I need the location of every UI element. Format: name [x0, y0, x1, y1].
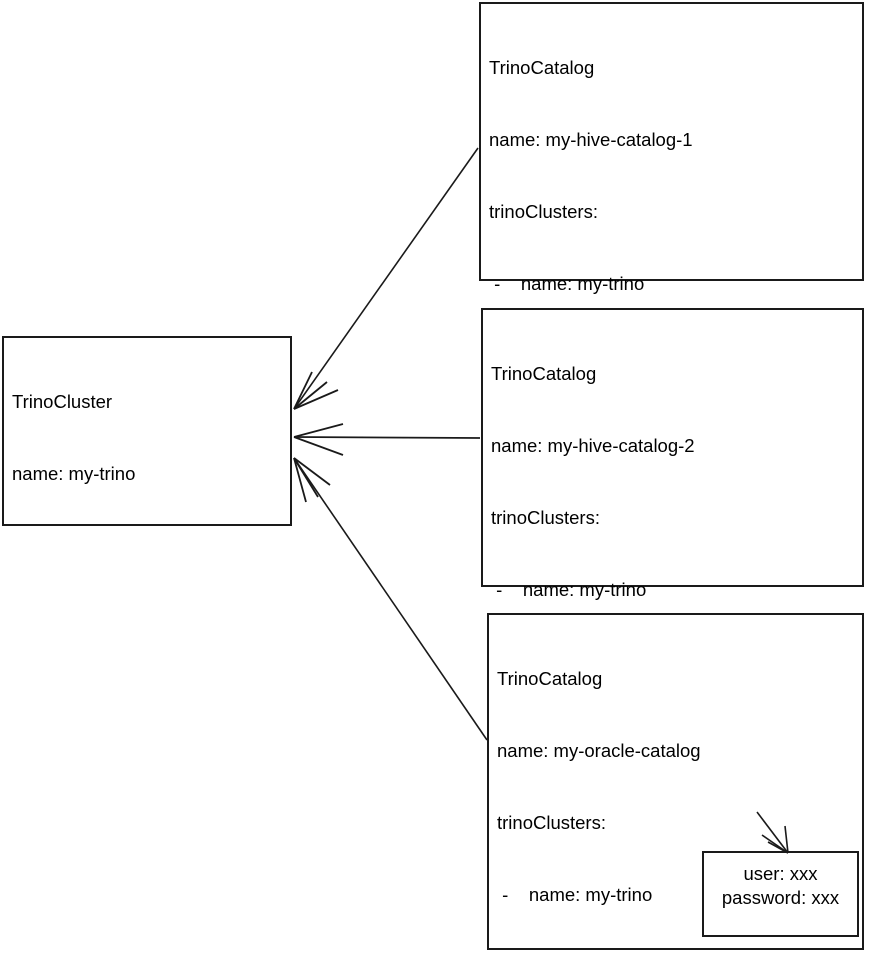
catalog1-line-1: name: my-hive-catalog-1 [489, 129, 693, 150]
catalog3-line-2: trinoClusters: [497, 812, 606, 833]
credentials-line-0: user: xxx [743, 863, 818, 884]
catalog2-line-2: trinoClusters: [491, 507, 600, 528]
credentials-line-1: password: xxx [721, 887, 840, 908]
catalog3-line-0: TrinoCatalog [497, 668, 603, 689]
catalog2-line-0: TrinoCatalog [491, 363, 597, 384]
trino-cluster-box[interactable]: TrinoCluster name: my-trino [2, 336, 292, 526]
trino-catalog-3-yaml: TrinoCatalog name: my-oracle-catalog tri… [497, 619, 858, 954]
oracle-credentials-secret-box[interactable]: user: xxx password: xxx [702, 851, 859, 937]
trino-catalog-box-oracle[interactable]: TrinoCatalog name: my-oracle-catalog tri… [487, 613, 864, 950]
catalog3-line-1: name: my-oracle-catalog [497, 740, 701, 761]
cluster-line-0: TrinoCluster [12, 391, 113, 412]
catalog1-line-2: trinoClusters: [489, 201, 598, 222]
catalog1-line-3: - name: my-trino [489, 273, 645, 294]
trino-catalog-box-hive-2[interactable]: TrinoCatalog name: my-hive-catalog-2 tri… [481, 308, 864, 888]
edge-catalog3-to-cluster [293, 457, 488, 741]
edge-catalog1-to-cluster [293, 147, 479, 410]
catalog2-line-1: name: my-hive-catalog-2 [491, 435, 695, 456]
credentials-text: user: xxx password: xxx [704, 862, 857, 910]
edge-catalog2-to-cluster [293, 423, 481, 456]
trino-catalog-box-hive-1[interactable]: TrinoCatalog name: my-hive-catalog-1 tri… [479, 2, 864, 654]
catalog3-line-3: - name: my-trino [497, 884, 653, 905]
catalog1-line-0: TrinoCatalog [489, 57, 595, 78]
cluster-line-1: name: my-trino [12, 463, 136, 484]
catalog2-line-3: - name: my-trino [491, 579, 647, 600]
trino-cluster-yaml: TrinoCluster name: my-trino [12, 342, 286, 534]
